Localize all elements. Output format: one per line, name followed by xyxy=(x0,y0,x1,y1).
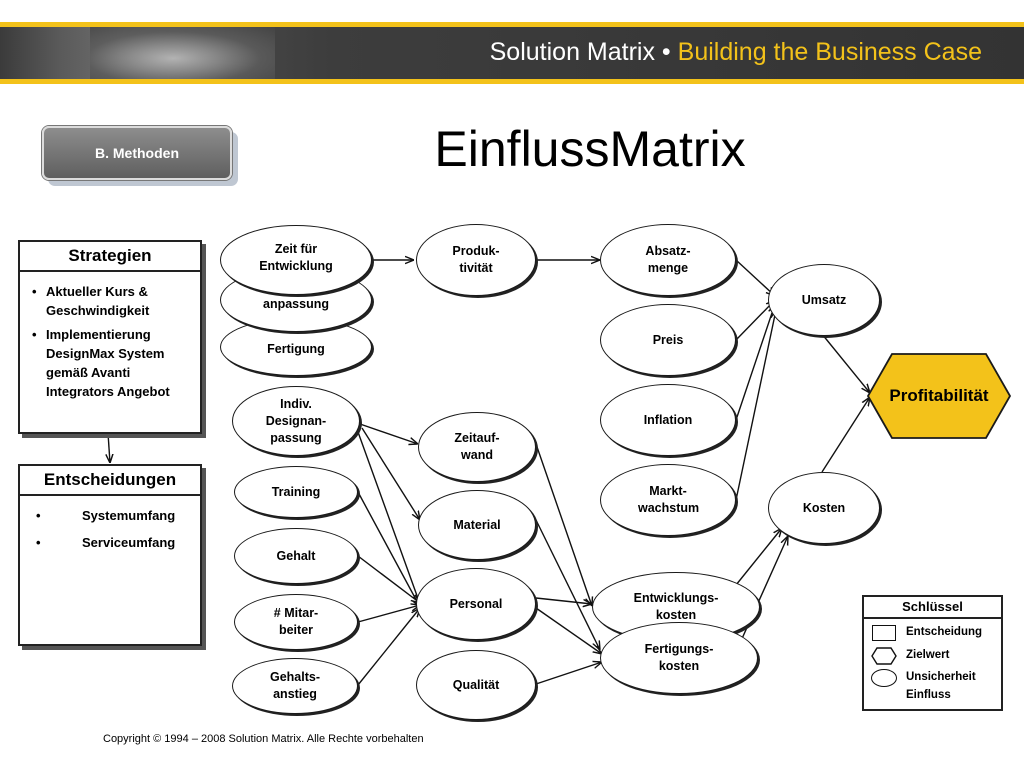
node-absatzmenge-label: Absatz-menge xyxy=(645,244,691,275)
legend-zielwert: Zielwert xyxy=(906,649,950,661)
node-marktwachstum-label: Markt-wachstum xyxy=(638,484,700,515)
node-personal[interactable]: Personal xyxy=(416,568,536,640)
node-umsatz-label: Umsatz xyxy=(801,292,847,307)
arrow-strategien-entscheidungen xyxy=(108,432,110,463)
header-globe-image xyxy=(90,27,275,79)
arrow-umsatz-profitabilitaet xyxy=(821,333,870,393)
entscheidungen-heading: Entscheidungen xyxy=(20,466,200,496)
arrow-training-personal xyxy=(357,491,420,607)
strategien-item: Aktueller Kurs & Geschwindigkeit xyxy=(32,282,194,320)
node-zeit[interactable]: Zeit für Entwicklung xyxy=(220,225,372,295)
legend-einfluss: Einfluss xyxy=(906,689,951,701)
node-material[interactable]: Material xyxy=(418,490,536,560)
strategien-box: Strategien Aktueller Kurs & Geschwindigk… xyxy=(18,240,202,434)
arrow-absatzmenge-umsatz xyxy=(735,259,775,296)
arrow-indiv-material xyxy=(361,427,420,520)
page-title: EinflussMatrix xyxy=(434,121,746,177)
arrow-indiv-personal xyxy=(357,431,420,604)
arrow-zeitaufwand-entwicklungskosten xyxy=(535,443,592,606)
node-gehalt[interactable]: Gehalt xyxy=(234,528,358,584)
entscheidungen-box: Entscheidungen Systemumfang Serviceumfan… xyxy=(18,464,202,646)
arrow-mitarbeiter-personal xyxy=(357,605,420,623)
legend-target-icon xyxy=(871,647,897,665)
node-zeitaufwand[interactable]: Zeitauf-wand xyxy=(418,412,536,482)
arrow-marktwachstum-umsatz xyxy=(735,310,776,501)
node-marktwachstum[interactable]: Markt-wachstum xyxy=(600,464,736,536)
strategien-list: Aktueller Kurs & Geschwindigkeit Impleme… xyxy=(20,272,200,401)
node-material-label: Material xyxy=(453,517,501,532)
legend-entscheidung: Entscheidung xyxy=(906,626,983,638)
node-gehalt-label: Gehalt xyxy=(276,548,316,563)
arrow-gehaltsanstieg-personal xyxy=(357,608,420,686)
node-gehaltsanstieg-label: Gehalts-anstieg xyxy=(269,670,320,701)
header-subtitle: Building the Business Case xyxy=(677,38,982,66)
node-training-label: Training xyxy=(271,484,321,499)
node-indiv[interactable]: Indiv. Designan-passung xyxy=(232,386,360,456)
node-entwicklungskosten-label: Entwicklungs-kosten xyxy=(633,591,719,622)
node-personal-label: Personal xyxy=(449,596,503,611)
node-fertigungskosten-label: Fertigungs-kosten xyxy=(644,642,714,673)
arrow-material-fertigungskosten xyxy=(535,519,600,650)
entscheidungen-item: Serviceumfang xyxy=(32,533,194,552)
header-top-line xyxy=(0,22,1024,27)
node-indiv-label: Indiv. Designan-passung xyxy=(265,396,327,445)
node-fertigungskosten[interactable]: Fertigungs-kosten xyxy=(600,622,758,694)
arrow-entwicklungskosten-kosten xyxy=(735,528,782,586)
node-qualitaet[interactable]: Qualität xyxy=(416,650,536,720)
node-produktivitaet-label: Produk-tivität xyxy=(452,244,500,275)
node-zeitaufwand-label: Zeitauf-wand xyxy=(454,431,500,462)
strategien-item: Implementierung DesignMax System gemäß A… xyxy=(32,325,194,401)
node-preis-label: Preis xyxy=(652,332,684,347)
entscheidungen-list: Systemumfang Serviceumfang xyxy=(20,496,200,552)
header-title: Solution Matrix • Building the Business … xyxy=(490,38,982,67)
node-inflation-label: Inflation xyxy=(643,412,693,427)
header-brand: Solution Matrix xyxy=(489,38,655,66)
node-absatzmenge[interactable]: Absatz-menge xyxy=(600,224,736,296)
header-bottom-line xyxy=(0,79,1024,84)
node-umsatz[interactable]: Umsatz xyxy=(768,264,880,336)
arrow-qualitaet-fertigungskosten xyxy=(535,662,602,685)
header-separator: • xyxy=(654,38,678,66)
node-fertigung-label: Fertigung xyxy=(267,341,325,356)
arrow-personal-fertigungskosten xyxy=(535,607,602,654)
legend-uncertainty-icon xyxy=(871,669,897,687)
legend-unsicherheit: Unsicherheit xyxy=(906,671,976,683)
node-preis[interactable]: Preis xyxy=(600,304,736,376)
section-badge[interactable]: B. Methoden xyxy=(42,126,232,180)
strategien-heading: Strategien xyxy=(20,242,200,272)
arrow-kosten-profitabilitaet xyxy=(821,397,870,473)
entscheidungen-item: Systemumfang xyxy=(32,506,194,525)
node-mitarbeiter[interactable]: # Mitar-beiter xyxy=(234,594,358,650)
arrow-inflation-umsatz xyxy=(735,304,775,421)
node-gehaltsanstieg[interactable]: Gehalts-anstieg xyxy=(232,658,358,714)
node-inflation[interactable]: Inflation xyxy=(600,384,736,456)
node-produktivitaet[interactable]: Produk-tivität xyxy=(416,224,536,296)
arrow-gehalt-personal xyxy=(357,555,420,603)
legend-decision-icon xyxy=(872,625,896,641)
profitabilitaet-hexagon[interactable] xyxy=(866,352,1012,440)
arrow-personal-entwicklungskosten xyxy=(535,597,592,604)
legend-box: Schlüssel Entscheidung Zielwert Unsicher… xyxy=(862,595,1003,711)
legend-title: Schlüssel xyxy=(864,597,1001,619)
node-training[interactable]: Training xyxy=(234,466,358,518)
copyright: Copyright © 1994 – 2008 Solution Matrix.… xyxy=(103,733,424,745)
node-qualitaet-label: Qualität xyxy=(452,677,500,692)
arrow-fertigungskosten-kosten xyxy=(735,536,788,653)
node-kosten-label: Kosten xyxy=(802,500,846,515)
node-zeit-label: Zeit für Entwicklung xyxy=(259,242,333,273)
node-profitabilitaet-label: Profitabilität xyxy=(889,386,989,405)
node-mitarbeiter-label: # Mitar-beiter xyxy=(273,606,319,637)
arrow-indiv-zeitaufwand xyxy=(359,423,418,444)
node-kosten[interactable]: Kosten xyxy=(768,472,880,544)
